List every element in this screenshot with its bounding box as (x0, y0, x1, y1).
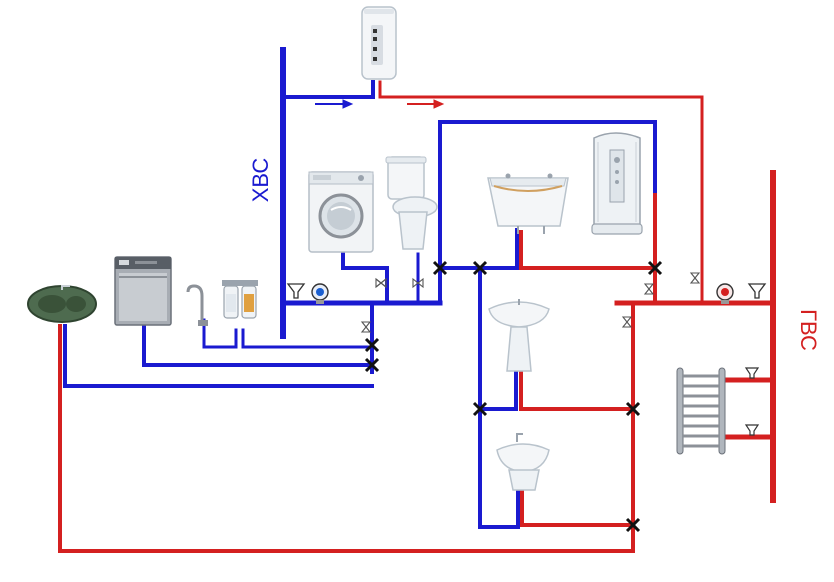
cold-pipe-to-heater (281, 80, 375, 99)
cold-pipe-sink (63, 324, 374, 388)
flow-arrows (315, 99, 445, 109)
hot-water-pipes (58, 80, 776, 553)
valve-icon (689, 272, 701, 284)
hot-pipe-from-heater (378, 80, 704, 305)
junction-hot-3 (625, 517, 641, 533)
washbasin-icon (488, 299, 550, 372)
washing-machine-icon (308, 171, 374, 253)
kitchen-sink-icon (27, 285, 97, 323)
shutoff-valve-icon (744, 367, 760, 379)
water-heater-icon (361, 6, 397, 80)
water-filter-icon (222, 280, 258, 319)
dishwasher-icon (114, 256, 172, 326)
hot-pipe-bidet (520, 488, 635, 527)
shutoff-valve-icon (744, 424, 760, 436)
cold-pipe-filter-out (241, 328, 374, 349)
water-meter-icon (311, 283, 329, 304)
cold-pipe-dishwasher (142, 322, 374, 367)
junction-hot-1 (647, 260, 663, 276)
toilet-icon (385, 156, 438, 250)
junction-hot-2 (625, 401, 641, 417)
faucet-icon (186, 284, 208, 326)
hot-pipe-basin (519, 368, 635, 411)
valve-icon (360, 321, 372, 333)
hot-pipe-shower (519, 193, 657, 270)
filter-icon (747, 283, 767, 299)
cold-flow-arrow (315, 99, 354, 109)
cold-riser-bathroom (438, 120, 657, 305)
cold-supply-label: ХВС (248, 158, 273, 203)
junction-cold-2 (364, 357, 380, 373)
water-meter-icon (716, 283, 734, 304)
junction-cold-3 (432, 260, 448, 276)
cold-riser-basin-bidet (478, 266, 520, 529)
valve-icon (412, 277, 424, 289)
pipe-junctions (364, 260, 663, 533)
cold-pipe-filter (202, 318, 238, 349)
cold-pipe-washer (341, 252, 389, 305)
shower-cabin-icon (591, 132, 643, 235)
cold-pipe-bath-branch (438, 228, 519, 270)
bidet-icon (496, 433, 550, 491)
hot-supply-label: ГВС (796, 309, 821, 351)
filter-icon (286, 283, 306, 299)
valve-icon (643, 283, 655, 295)
junction-cold-1 (364, 337, 380, 353)
cold-pipe-basin (478, 368, 518, 411)
towel-rail-icon (676, 367, 726, 455)
fittings (286, 272, 767, 436)
junction-cold-5 (472, 401, 488, 417)
bathtub-icon (487, 173, 569, 234)
valve-icon (621, 316, 633, 328)
valve-icon (375, 277, 387, 289)
cold-water-pipes (63, 47, 657, 529)
junction-cold-4 (472, 260, 488, 276)
hot-flow-arrow (407, 99, 445, 109)
hot-riser-fixtures (58, 301, 635, 553)
